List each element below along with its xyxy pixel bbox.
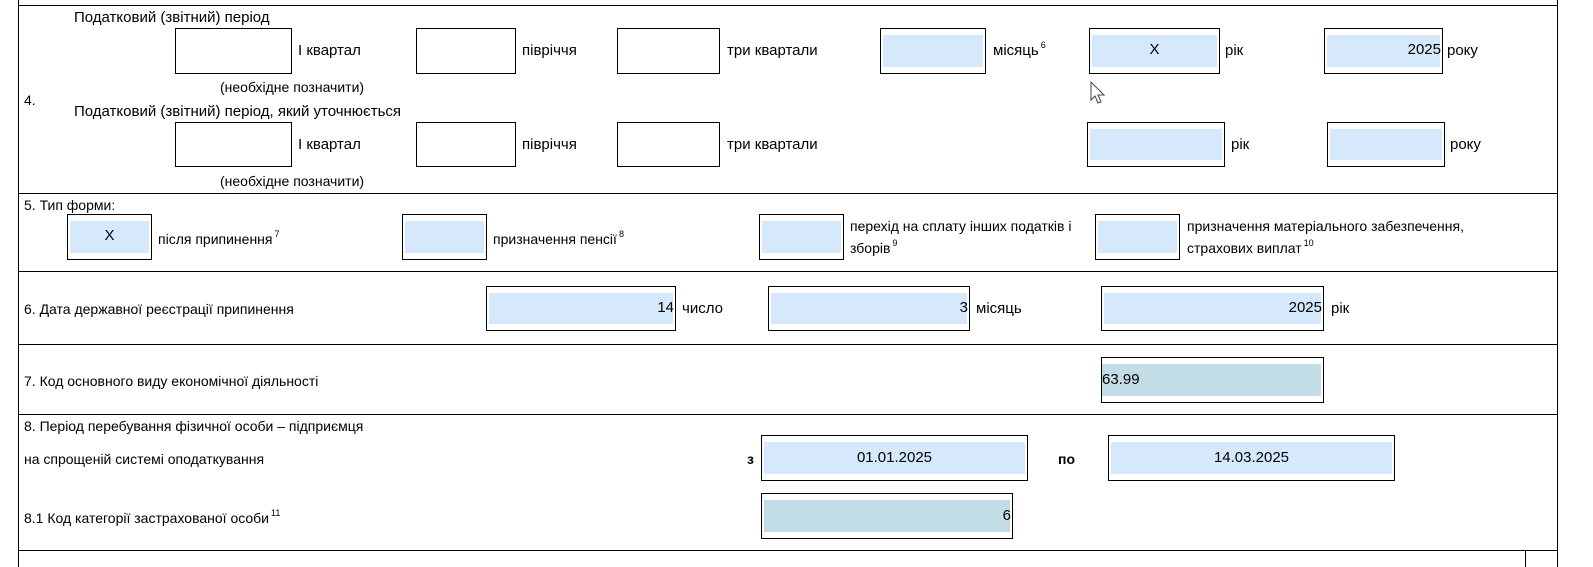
activity-code-value: 63.99 (1102, 371, 1140, 388)
transition-checkbox[interactable] (759, 214, 844, 260)
from-label: з (747, 451, 754, 467)
three-quarters-label: три квартали (727, 42, 818, 59)
simplified-period-title-line2: на спрощеній системі оподаткування (24, 451, 265, 467)
divider-7-8 (18, 414, 1558, 415)
transition-label-line1: перехід на сплату інших податків і (850, 218, 1072, 234)
month-input[interactable]: 3 (768, 286, 970, 331)
reg-year-input-fill (1104, 293, 1321, 324)
activity-code-title: 7. Код основного виду економічної діяльн… (24, 373, 319, 389)
half-year-checkbox[interactable] (416, 28, 516, 74)
month-label-6: місяць (976, 300, 1022, 317)
clarify-year-word-label: року (1450, 136, 1481, 153)
insured-category-value: 6 (1002, 507, 1011, 524)
border-right (1557, 0, 1558, 567)
month-input-fill (771, 293, 967, 324)
day-input-value: 14 (657, 299, 674, 316)
clarify-note-label: (необхідне позначити) (220, 173, 365, 189)
clarify-q1-checkbox[interactable] (175, 122, 292, 167)
divider-6-7 (18, 344, 1558, 345)
period-title: Податковий (звітний) період (74, 9, 270, 26)
from-date-fill (764, 442, 1025, 474)
insured-category-fill (764, 500, 1010, 532)
month-checkbox[interactable] (880, 28, 986, 74)
material-support-fill (1098, 221, 1177, 253)
year-input-value: 2025 (1407, 41, 1441, 58)
clarify-q1-label: І квартал (298, 136, 361, 153)
form-type-title: 5. Тип форми: (24, 197, 116, 213)
q1-label: І квартал (298, 42, 361, 59)
pension-checkbox[interactable] (402, 214, 487, 260)
day-label: число (682, 300, 723, 317)
border-left (18, 0, 19, 567)
from-date-value: 01.01.2025 (856, 449, 933, 466)
after-termination-checkbox[interactable]: X (67, 214, 152, 260)
from-date-input[interactable]: 01.01.2025 (761, 435, 1028, 481)
three-quarters-checkbox[interactable] (617, 28, 720, 74)
simplified-period-title-line1: 8. Період перебування фізичної особи – п… (24, 418, 364, 434)
section4-number: 4. (24, 92, 36, 108)
activity-code-input[interactable]: 63.99 (1101, 357, 1324, 403)
to-date-input[interactable]: 14.03.2025 (1108, 435, 1395, 481)
divider-5-6 (18, 271, 1558, 272)
after-termination-fill (70, 221, 149, 253)
pension-fill (405, 221, 484, 253)
year-checkbox-mark: X (1149, 41, 1160, 58)
year-label: рік (1225, 42, 1244, 59)
right-inner-edge (1525, 550, 1526, 567)
clarify-year-input[interactable] (1327, 122, 1445, 167)
reg-year-label: рік (1331, 300, 1350, 317)
clarify-half-year-checkbox[interactable] (416, 122, 516, 167)
clarify-half-year-label: півріччя (522, 136, 577, 153)
clarify-year-checkbox[interactable] (1087, 122, 1225, 167)
month-input-value: 3 (959, 299, 968, 316)
year-word-label: року (1447, 42, 1478, 59)
to-label: по (1058, 451, 1076, 467)
year-input-fill (1327, 35, 1440, 67)
border-top (18, 5, 1558, 6)
year-checkbox-fill (1092, 35, 1217, 67)
activity-code-fill (1102, 364, 1321, 396)
clarify-three-quarters-label: три квартали (727, 136, 818, 153)
reg-year-input[interactable]: 2025 (1101, 286, 1324, 331)
q1-checkbox[interactable] (175, 28, 292, 74)
divider-4-5 (18, 193, 1558, 194)
note-label: (необхідне позначити) (220, 79, 365, 95)
clarify-three-quarters-checkbox[interactable] (617, 122, 720, 167)
transition-fill (762, 221, 841, 253)
clarify-period-title: Податковий (звітний) період, який уточню… (74, 103, 402, 120)
clarify-year-checkbox-fill (1090, 129, 1222, 160)
half-year-label: півріччя (522, 42, 577, 59)
mouse-cursor-icon (1090, 81, 1106, 104)
year-checkbox[interactable]: X (1089, 28, 1220, 74)
material-support-checkbox[interactable] (1095, 214, 1180, 260)
divider-8-9 (18, 550, 1558, 551)
material-support-label-line1: призначення матеріального забезпечення, (1187, 218, 1464, 234)
to-date-fill (1111, 442, 1392, 474)
termination-date-title: 6. Дата державної реєстрації припинення (24, 301, 294, 317)
clarify-year-input-fill (1330, 129, 1442, 160)
after-termination-mark: X (104, 227, 115, 244)
insured-category-input[interactable]: 6 (761, 493, 1013, 539)
day-input-fill (489, 293, 673, 324)
day-input[interactable]: 14 (486, 286, 676, 331)
clarify-year-label: рік (1231, 136, 1250, 153)
month-fill (883, 35, 983, 67)
year-input[interactable]: 2025 (1324, 28, 1443, 74)
reg-year-input-value: 2025 (1288, 299, 1322, 316)
to-date-value: 14.03.2025 (1213, 449, 1290, 466)
